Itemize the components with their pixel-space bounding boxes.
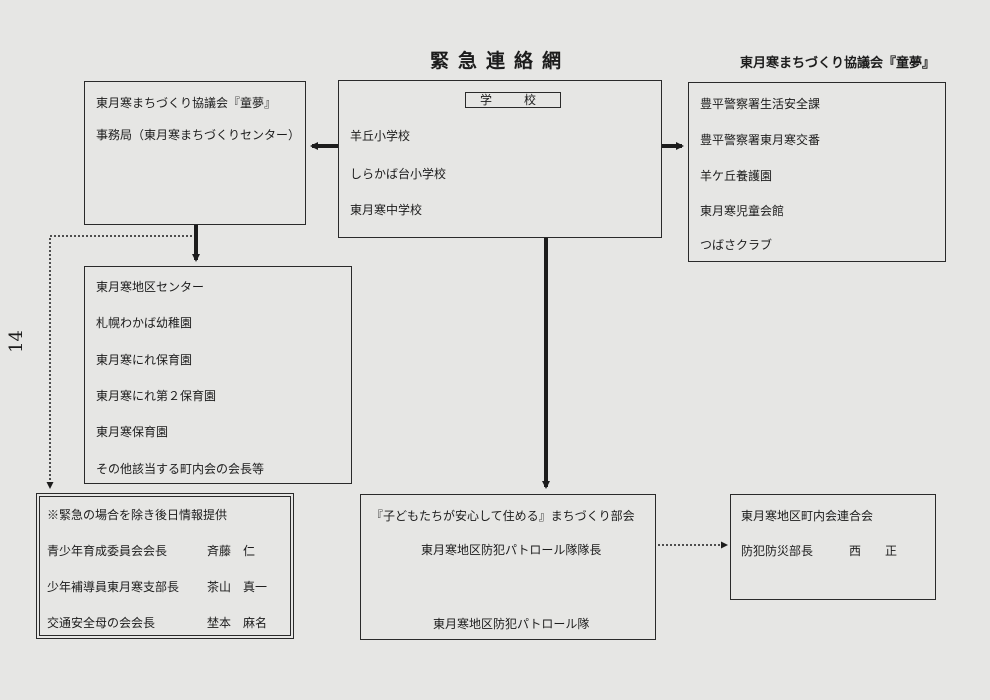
secretariat-office: 事務局（東月寒まちづくりセンター） xyxy=(96,128,301,142)
federation-role: 防犯防災部長 xyxy=(741,544,814,558)
police-item: 東月寒児童会館 xyxy=(700,204,785,218)
later-info-name: 斉藤 仁 xyxy=(207,544,256,558)
later-info-name: 埜本 麻名 xyxy=(207,616,268,630)
page-title: 緊急連絡網 xyxy=(429,50,570,72)
school-label: 学 校 xyxy=(465,92,561,108)
district-item: 東月寒保育園 xyxy=(96,425,169,439)
community-patrol: 東月寒地区防犯パトロール隊 xyxy=(433,617,590,631)
federation-title: 東月寒地区町内会連合会 xyxy=(741,509,874,523)
dotted-arrow-to-later-info xyxy=(46,235,192,489)
community-title: 『子どもたちが安心して住める』まちづくり部会 xyxy=(371,509,635,523)
district-item: 東月寒にれ第２保育園 xyxy=(96,389,217,403)
district-item: その他該当する町内会の会長等 xyxy=(96,462,265,476)
later-info-name: 茶山 真一 xyxy=(207,580,268,594)
later-info-role: 交通安全母の会会長 xyxy=(47,616,156,630)
later-info-role: 青少年育成委員会会長 xyxy=(47,544,168,558)
later-info-inner-border xyxy=(39,496,291,636)
police-item: 豊平警察署東月寒交番 xyxy=(700,133,821,147)
school-item: しらかば台小学校 xyxy=(350,167,447,181)
district-box: 東月寒地区センター 札幌わかば幼稚園 東月寒にれ保育園 東月寒にれ第２保育園 東… xyxy=(84,266,352,484)
later-info-box: ※緊急の場合を除き後日情報提供 青少年育成委員会会長 斉藤 仁 少年補導員東月寒… xyxy=(36,493,294,639)
district-item: 東月寒地区センター xyxy=(96,280,205,294)
police-item: つばさクラブ xyxy=(700,238,773,252)
secretariat-name: 東月寒まちづくり協議会『童夢』 xyxy=(96,96,277,110)
community-box: 『子どもたちが安心して住める』まちづくり部会 東月寒地区防犯パトロール隊隊長 東… xyxy=(360,494,656,640)
later-info-role: 少年補導員東月寒支部長 xyxy=(47,580,180,594)
federation-name: 西 正 xyxy=(849,544,898,558)
school-item: 羊丘小学校 xyxy=(350,129,411,143)
federation-box: 東月寒地区町内会連合会 防犯防災部長 西 正 xyxy=(730,494,936,600)
police-box: 豊平警察署生活安全課 豊平警察署東月寒交番 羊ケ丘養護園 東月寒児童会館 つばさ… xyxy=(688,82,946,262)
school-item: 東月寒中学校 xyxy=(350,203,423,217)
police-item: 豊平警察署生活安全課 xyxy=(700,97,821,111)
police-item: 羊ケ丘養護園 xyxy=(700,169,773,183)
later-info-title: ※緊急の場合を除き後日情報提供 xyxy=(47,508,228,522)
school-box: 学 校 羊丘小学校 しらかば台小学校 東月寒中学校 xyxy=(338,80,662,238)
organization-name: 東月寒まちづくり協議会『童夢』 xyxy=(740,56,936,71)
district-item: 札幌わかば幼稚園 xyxy=(96,316,193,330)
secretariat-box: 東月寒まちづくり協議会『童夢』 事務局（東月寒まちづくりセンター） xyxy=(84,81,306,225)
community-leader: 東月寒地区防犯パトロール隊隊長 xyxy=(421,543,602,557)
district-item: 東月寒にれ保育園 xyxy=(96,353,193,367)
